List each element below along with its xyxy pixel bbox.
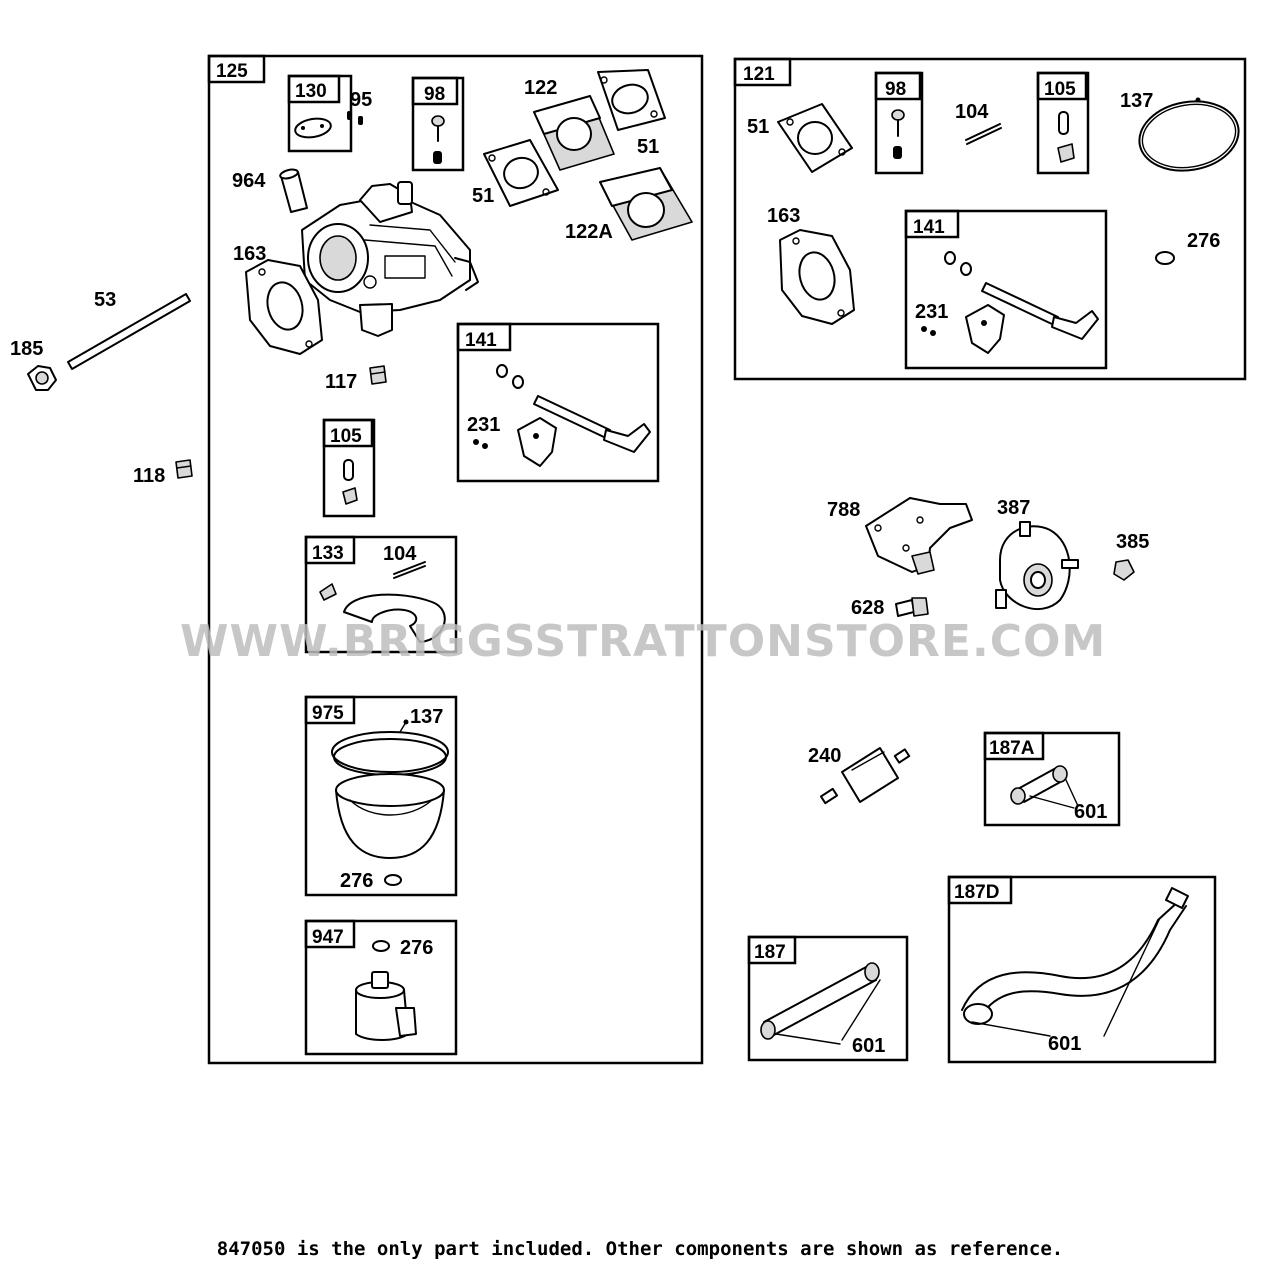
kit-130-label: 130	[295, 81, 327, 102]
gasket-163-right	[779, 229, 855, 325]
part-276-label-a: 276	[340, 870, 373, 892]
part-117-label: 117	[325, 371, 357, 393]
kit-130: 130	[287, 74, 363, 153]
kit-975-label: 975	[312, 703, 344, 724]
kit-125-label: 125	[216, 61, 248, 82]
part-51-label-a: 51	[637, 136, 659, 158]
part-387-label: 387	[997, 497, 1030, 519]
part-601-label-c: 601	[1048, 1033, 1081, 1055]
carburetor-assembly	[301, 181, 479, 337]
kit-121-frame: 121	[733, 57, 1247, 381]
gasket-51-lower	[483, 139, 559, 207]
part-185-nut	[27, 365, 57, 391]
kit-98-left-label: 98	[424, 84, 445, 105]
kit-133: 133	[304, 535, 458, 654]
footnote: 847050 is the only part included. Other …	[216, 1238, 1064, 1260]
part-788-label: 788	[827, 499, 860, 521]
part-964-sleeve	[279, 168, 308, 213]
kit-98-left: 98	[411, 76, 465, 172]
part-51-label-b: 51	[472, 185, 494, 207]
part-601-label-b: 601	[852, 1035, 885, 1057]
gasket-163	[245, 259, 323, 355]
kit-105-right: 105	[1036, 71, 1090, 175]
kit-187: 187	[747, 935, 909, 1062]
part-137-label-b: 137	[1120, 90, 1153, 112]
kit-141-right-label: 141	[913, 217, 945, 238]
kit-975: 975	[304, 695, 458, 897]
kit-141-left: 141	[456, 322, 660, 483]
part-385-screw	[1113, 559, 1135, 581]
part-387-fuel-pump	[995, 521, 1079, 611]
part-231-label-b: 231	[915, 301, 948, 323]
part-137-label-a: 137	[410, 706, 443, 728]
kit-105-right-label: 105	[1044, 79, 1076, 100]
kit-98-right-label: 98	[885, 79, 906, 100]
kit-947: 947	[304, 919, 458, 1056]
kit-947-label: 947	[312, 927, 344, 948]
kit-187A: 187A	[983, 731, 1121, 827]
spacer-122A	[599, 167, 693, 241]
gasket-51-upper	[597, 69, 666, 131]
part-231-label-a: 231	[467, 414, 500, 436]
part-104-pin	[965, 123, 1001, 141]
part-118-label: 118	[133, 465, 165, 487]
part-276-oring	[1155, 251, 1175, 265]
kit-187D: 187D	[947, 875, 1217, 1064]
part-385-label: 385	[1116, 531, 1149, 553]
kit-141-left-label: 141	[465, 330, 497, 351]
part-137-oring	[1138, 97, 1240, 172]
spacer-122	[533, 95, 615, 171]
part-118	[175, 459, 193, 479]
kit-125-frame: 125	[207, 54, 704, 1065]
watermark: WWW.BRIGGSSTRATTONSTORE.COM	[180, 616, 1106, 667]
part-53-label: 53	[94, 289, 116, 311]
part-104-pin-edge	[966, 127, 1002, 145]
kit-133-label: 133	[312, 543, 344, 564]
part-117	[369, 365, 387, 385]
part-104-label-a: 104	[383, 543, 417, 565]
part-964-label: 964	[232, 170, 266, 192]
part-95-label: 95	[350, 89, 372, 111]
gasket-51-right	[777, 103, 853, 173]
part-628-bolt	[895, 597, 929, 617]
kit-98-right: 98	[874, 71, 924, 175]
kit-121-label: 121	[743, 64, 775, 85]
part-276-label-b: 276	[400, 937, 433, 959]
part-240-label: 240	[808, 745, 841, 767]
part-51-label-c: 51	[747, 116, 769, 138]
part-104-label-b: 104	[955, 101, 989, 123]
kit-141-right: 141	[904, 209, 1108, 370]
part-185-label: 185	[10, 338, 43, 360]
kit-187-label: 187	[754, 942, 786, 963]
kit-105-left-label: 105	[330, 426, 362, 447]
part-53-stud	[67, 293, 191, 370]
part-122A-label: 122A	[565, 221, 613, 243]
kit-187D-label: 187D	[954, 882, 999, 903]
part-122-label: 122	[524, 77, 557, 99]
part-788-bracket	[865, 497, 973, 575]
kit-187A-label: 187A	[989, 738, 1035, 759]
part-163-label-a: 163	[233, 243, 266, 265]
kit-105-left: 105	[322, 418, 376, 518]
part-628-label: 628	[851, 597, 884, 619]
part-601-label-a: 601	[1074, 801, 1107, 823]
part-240-fuel-filter	[819, 747, 911, 805]
part-276-label-c: 276	[1187, 230, 1220, 252]
part-163-label-b: 163	[767, 205, 800, 227]
